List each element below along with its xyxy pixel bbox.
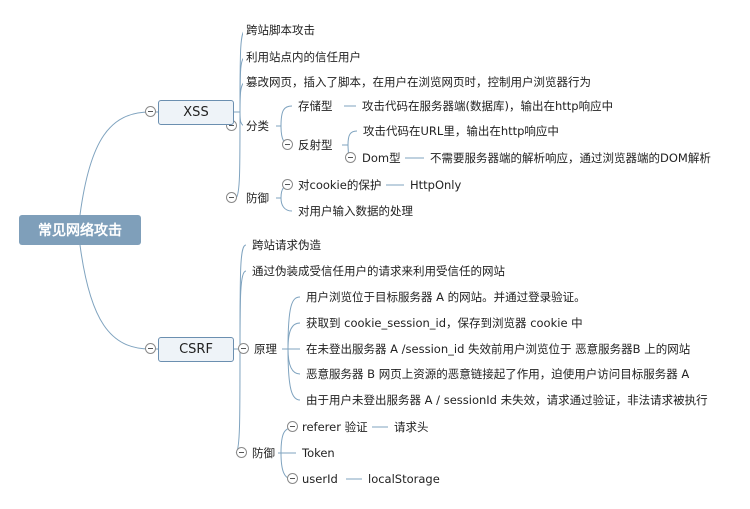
xss-defense[interactable]: 防御 [243,191,272,205]
collapse-toggle-csrf-principle[interactable] [238,343,249,354]
xss-item-2[interactable]: 利用站点内的信任用户 [243,50,364,64]
collapse-toggle-xss-dom[interactable] [345,152,356,163]
collapse-toggle-csrf-referer[interactable] [287,421,298,432]
xss-defense-cookie-desc[interactable]: HttpOnly [407,178,465,192]
csrf-principle[interactable]: 原理 [251,342,280,356]
xss-item-1[interactable]: 跨站脚本攻击 [243,23,318,37]
csrf-item-2[interactable]: 通过伪装成受信任用户的请求来利用受信任的网站 [249,264,508,278]
root-node[interactable]: 常见网络攻击 [19,215,141,245]
collapse-toggle-xss-defense[interactable] [226,192,237,203]
csrf-step-1[interactable]: 用户浏览位于目标服务器 A 的网站。并通过登录验证。 [303,290,589,304]
collapse-toggle-xss-reflected[interactable] [282,139,293,150]
node-xss[interactable]: XSS [158,100,234,125]
csrf-step-3[interactable]: 在未登出服务器 A /session_id 失效前用户浏览位于 恶意服务器B 上… [303,342,694,356]
csrf-defense-userid-desc[interactable]: localStorage [365,472,443,486]
xss-defense-cookie[interactable]: 对cookie的保护 [295,178,385,192]
xss-defense-input[interactable]: 对用户输入数据的处理 [295,204,416,218]
xss-reflected-desc[interactable]: 攻击代码在URL里，输出在http响应中 [360,124,562,138]
xss-dom-desc[interactable]: 不需要服务器端的解析响应，通过浏览器端的DOM解析 [427,151,714,165]
xss-stored-desc[interactable]: 攻击代码在服务器端(数据库)，输出在http响应中 [359,99,617,113]
collapse-toggle-csrf-defense[interactable] [236,447,247,458]
collapse-toggle-xss-cookie[interactable] [282,179,293,190]
csrf-defense-referer[interactable]: referer 验证 [299,420,371,434]
xss-classify[interactable]: 分类 [243,119,272,133]
collapse-toggle-csrf[interactable] [145,343,156,354]
xss-dom[interactable]: Dom型 [359,151,404,165]
csrf-step-5[interactable]: 由于用户未登出服务器 A / sessionId 未失效，请求通过验证，非法请求… [303,393,711,407]
xss-reflected[interactable]: 反射型 [295,138,336,152]
csrf-defense[interactable]: 防御 [249,446,278,460]
xss-item-3[interactable]: 篡改网页，插入了脚本，在用户在浏览网页时，控制用户浏览器行为 [243,75,594,89]
csrf-step-2[interactable]: 获取到 cookie_session_id，保存到浏览器 cookie 中 [303,316,586,330]
csrf-item-1[interactable]: 跨站请求伪造 [249,238,324,252]
csrf-defense-token[interactable]: Token [299,446,338,460]
collapse-toggle-xss[interactable] [145,106,156,117]
collapse-toggle-csrf-userid[interactable] [287,473,298,484]
node-csrf[interactable]: CSRF [158,337,234,362]
xss-stored[interactable]: 存储型 [295,99,336,113]
csrf-defense-referer-desc[interactable]: 请求头 [391,420,432,434]
csrf-defense-userid[interactable]: userId [299,472,341,486]
csrf-step-4[interactable]: 恶意服务器 B 网页上资源的恶意链接起了作用，迫使用户访问目标服务器 A [303,367,693,381]
